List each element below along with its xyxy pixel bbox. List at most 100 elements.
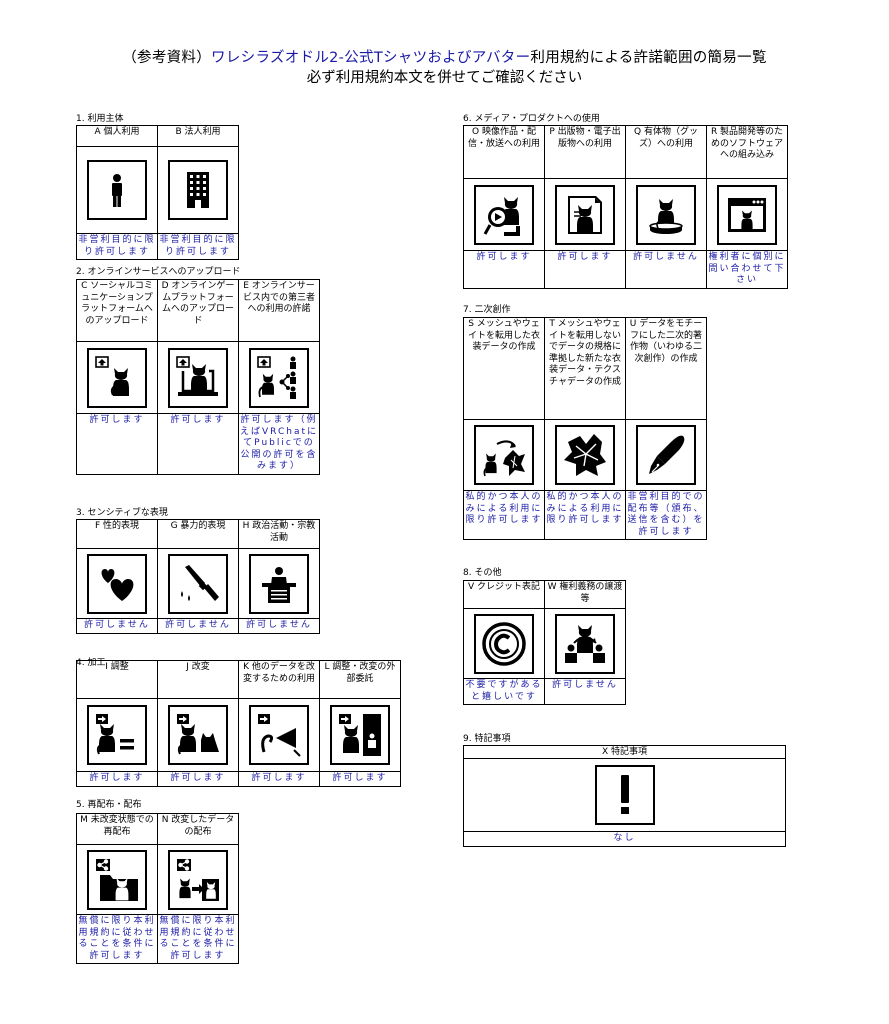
- permission-icon-cell: [158, 845, 238, 915]
- permission-text: 非営利目的での配布等（頒布、送信を含む）を許可します: [627, 492, 705, 537]
- permission-column: P 出版物・電子出版物への利用許可します: [545, 126, 626, 289]
- permission-header: H 政治活動・宗教活動: [239, 520, 319, 549]
- permission-text: 許可します: [557, 252, 613, 262]
- distribute-modified-icon: [168, 849, 228, 910]
- permission-text: 私的かつ本人のみによる利用に限り許可します: [546, 492, 624, 525]
- permission-column: W 権利義務の譲渡等許可しません: [545, 581, 626, 705]
- permission-header: W 権利義務の譲渡等: [545, 581, 625, 609]
- permission-header: J 改変: [158, 661, 238, 699]
- permission-header: G 暴力的表現: [158, 520, 238, 549]
- permission-header: R 製品開発等のためのソフトウェアへの組み込み: [707, 126, 787, 179]
- permission-icon-cell: [545, 179, 625, 251]
- permission-header: U データをモチーフにした二次的著作物（いわゆる二次創作）の作成: [626, 318, 706, 420]
- permission-text: 許可します（例えばVRChatにてPublicでの公開の許可を含みます）: [240, 415, 318, 471]
- permission-column: U データをモチーフにした二次的著作物（いわゆる二次創作）の作成非営利目的での配…: [626, 318, 707, 540]
- permission-column: D オンラインゲームプラットフォームへのアップロード許可します: [158, 280, 239, 475]
- permission-icon-cell: [626, 420, 706, 491]
- permission-icon-cell: [464, 609, 544, 679]
- permission-column: X 特記事項なし: [464, 746, 786, 847]
- permission-table: C ソーシャルコミュニケーションプラットフォームへのアップロード許可します D オ…: [76, 279, 320, 475]
- video-icon: [474, 184, 534, 245]
- upload-social-icon: [87, 347, 147, 408]
- permission-text: 許可しません: [165, 620, 231, 630]
- permission-icon-cell: [707, 179, 787, 251]
- permission-header: K 他のデータを改変するための利用: [239, 661, 319, 699]
- page-subtitle: 必ず利用規約本文を併せてご確認ください: [306, 70, 583, 86]
- permission-column: T メッシュやウェイトを転用しないでデータの規格に準拠した新たな衣装データ・テク…: [545, 318, 626, 540]
- permission-column: V クレジット表記不要ですがあると嬉しいです: [464, 581, 545, 705]
- permission-text: 許可します: [89, 415, 145, 425]
- permission-icon-cell: [158, 549, 238, 619]
- permission-text: 不要ですがあると嬉しいです: [465, 680, 543, 702]
- permission-text: 許可します: [170, 773, 226, 783]
- permission-column: O 映像作品・配信・放送への利用許可します: [464, 126, 545, 289]
- permission-column: G 暴力的表現許可しません: [158, 520, 239, 634]
- permission-icon-cell: [545, 609, 625, 679]
- permission-icon-cell: [158, 699, 238, 772]
- publication-icon: [555, 184, 615, 245]
- permission-text: 許可します: [89, 773, 145, 783]
- permission-header: E オンラインサービス内での第三者への利用の許諾: [239, 280, 319, 342]
- permission-text: 許可します: [476, 252, 532, 262]
- permission-header: C ソーシャルコミュニケーションプラットフォームへのアップロード: [77, 280, 157, 342]
- permission-header: T メッシュやウェイトを転用しないでデータの規格に準拠した新たな衣装データ・テク…: [545, 318, 625, 420]
- permission-column: A 個人利用非営利目的に限り許可します: [77, 126, 158, 260]
- section-label: 4. 加工: [76, 658, 106, 668]
- permission-text: 無償に限り本利用規約に従わせることを条件に許可します: [78, 916, 156, 961]
- permission-icon-cell: [239, 342, 319, 414]
- permission-icon-cell: [545, 420, 625, 491]
- section-label: 5. 再配布・配布: [76, 800, 142, 810]
- title-suffix: 利用規約による許諾範囲の簡易一覧: [530, 50, 767, 66]
- permission-column: L 調整・改変の外部委託許可します: [320, 661, 401, 787]
- new-costume-icon: [555, 425, 615, 485]
- permission-text: 非営利目的に限り許可します: [78, 235, 156, 257]
- permission-icon-cell: [158, 342, 238, 414]
- hearts-icon: [87, 553, 147, 614]
- permission-header: N 改変したデータの配布: [158, 814, 238, 845]
- permission-header: A 個人利用: [77, 126, 157, 147]
- title-prefix: （参考資料）: [122, 50, 212, 66]
- permission-icon-cell: [464, 759, 785, 832]
- permission-header: X 特記事項: [464, 746, 785, 759]
- section-label: 7. 二次創作: [463, 305, 511, 315]
- permission-text: なし: [613, 833, 636, 843]
- permission-header: B 法人利用: [158, 126, 238, 147]
- exclamation-icon: [594, 765, 655, 825]
- permission-header: S メッシュやウェイトを転用した衣装データの作成: [464, 318, 544, 420]
- permission-icon-cell: [320, 699, 400, 772]
- permission-text: 私的かつ本人のみによる利用に限り許可します: [465, 492, 543, 525]
- permission-table: S メッシュやウェイトを転用した衣装データの作成私的かつ本人のみによる利用に限り…: [463, 317, 707, 540]
- podium-icon: [249, 553, 309, 614]
- section-label: 9. 特記事項: [463, 734, 511, 744]
- permission-column: K 他のデータを改変するための利用許可します: [239, 661, 320, 787]
- mesh-reuse-icon: [474, 425, 534, 485]
- permission-header: V クレジット表記: [464, 581, 544, 609]
- permission-column: J 改変許可します: [158, 661, 239, 787]
- modify-other-data-icon: [249, 705, 309, 765]
- permission-header: M 未改変状態での再配布: [77, 814, 157, 845]
- permission-text: 許可します: [251, 773, 307, 783]
- section-label: 8. その他: [463, 568, 502, 578]
- permission-text: 許可しません: [633, 252, 699, 262]
- permission-column: R 製品開発等のためのソフトウェアへの組み込み権利者に個別に問い合わせて下さい: [707, 126, 788, 289]
- building-icon: [168, 160, 228, 220]
- permission-text: 無償に限り本利用規約に従わせることを条件に許可します: [159, 916, 237, 961]
- adjust-icon: [87, 705, 147, 765]
- permission-column: N 改変したデータの配布無償に限り本利用規約に従わせることを条件に許可します: [158, 814, 239, 964]
- permission-text: 許可しません: [84, 620, 150, 630]
- permission-column: F 性的表現許可しません: [77, 520, 158, 634]
- permission-text: 許可します: [332, 773, 388, 783]
- permission-icon-cell: [239, 699, 319, 772]
- permission-text: 許可しません: [246, 620, 312, 630]
- redistribute-icon: [87, 849, 147, 910]
- transfer-rights-icon: [555, 613, 615, 674]
- modify-icon: [168, 705, 228, 765]
- permission-header: D オンラインゲームプラットフォームへのアップロード: [158, 280, 238, 342]
- permission-header: Q 有体物（グッズ）への利用: [626, 126, 706, 179]
- upload-game-icon: [168, 347, 228, 408]
- permission-header: I 調整: [77, 661, 157, 699]
- permission-column: E オンラインサービス内での第三者への利用の許諾許可します（例えばVRChatに…: [239, 280, 320, 475]
